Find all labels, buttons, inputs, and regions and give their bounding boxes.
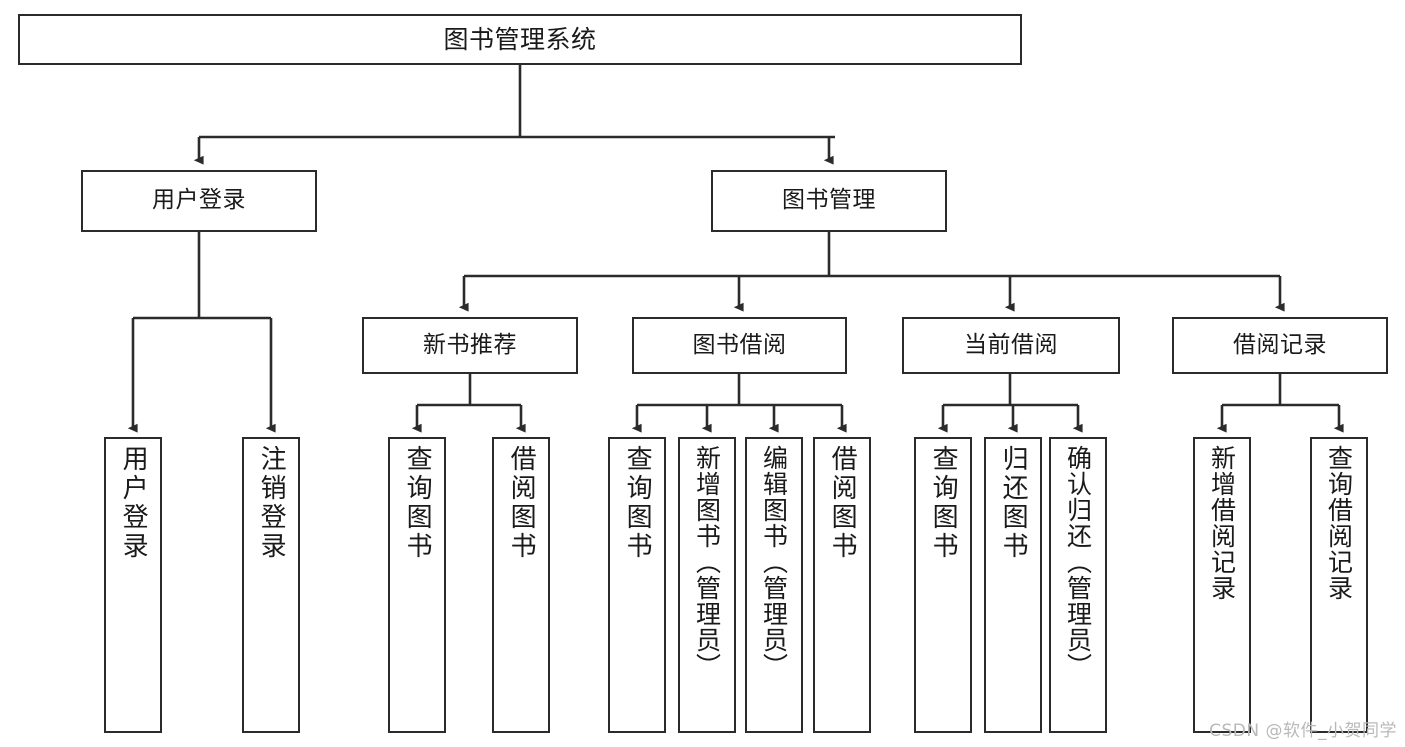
node-root[interactable]: 图书管理系统 xyxy=(18,14,1022,65)
node-leaf-query-book-borrow[interactable]: 查询图书 xyxy=(608,437,666,733)
node-leaf-query-book-recommend-label: 查询图书 xyxy=(402,445,433,561)
node-leaf-borrow-book-recommend-label: 借阅图书 xyxy=(506,445,537,561)
node-book-borrow[interactable]: 图书借阅 xyxy=(632,317,847,374)
node-root-label: 图书管理系统 xyxy=(443,24,597,54)
node-leaf-query-borrow-record[interactable]: 查询借阅记录 xyxy=(1310,437,1368,733)
node-leaf-logout[interactable]: 注销登录 xyxy=(242,437,300,733)
node-leaf-return-book-label: 归还图书 xyxy=(998,445,1029,561)
node-current-borrow[interactable]: 当前借阅 xyxy=(902,317,1120,374)
node-leaf-borrow-book-label: 借阅图书 xyxy=(827,445,858,561)
node-leaf-borrow-book[interactable]: 借阅图书 xyxy=(813,437,871,733)
node-leaf-query-borrow-record-label: 查询借阅记录 xyxy=(1324,445,1354,601)
node-leaf-edit-book[interactable]: 编辑图书（管理员） xyxy=(745,437,803,733)
node-leaf-add-book-label: 新增图书（管理员） xyxy=(692,445,722,679)
node-borrow-record[interactable]: 借阅记录 xyxy=(1172,317,1388,374)
node-book-management[interactable]: 图书管理 xyxy=(711,170,947,232)
node-leaf-user-login[interactable]: 用户登录 xyxy=(104,437,162,733)
node-leaf-borrow-book-recommend[interactable]: 借阅图书 xyxy=(492,437,550,733)
node-new-book-recommend[interactable]: 新书推荐 xyxy=(362,317,578,374)
node-new-book-recommend-label: 新书推荐 xyxy=(423,331,517,358)
node-leaf-query-book-borrow-label: 查询图书 xyxy=(622,445,653,561)
node-user-login[interactable]: 用户登录 xyxy=(81,170,317,232)
node-leaf-confirm-return-label: 确认归还（管理员） xyxy=(1063,445,1093,679)
node-leaf-add-borrow-record[interactable]: 新增借阅记录 xyxy=(1193,437,1251,733)
node-book-management-label: 图书管理 xyxy=(782,187,876,214)
node-book-borrow-label: 图书借阅 xyxy=(692,331,787,358)
node-leaf-logout-label: 注销登录 xyxy=(256,445,287,561)
node-leaf-confirm-return[interactable]: 确认归还（管理员） xyxy=(1049,437,1107,733)
csdn-watermark: CSDN @软件_小贺同学 xyxy=(1209,721,1397,741)
node-leaf-query-book-current[interactable]: 查询图书 xyxy=(914,437,972,733)
node-leaf-add-borrow-record-label: 新增借阅记录 xyxy=(1207,445,1237,601)
node-borrow-record-label: 借阅记录 xyxy=(1233,331,1327,358)
node-user-login-label: 用户登录 xyxy=(152,187,246,214)
node-leaf-edit-book-label: 编辑图书（管理员） xyxy=(759,445,789,679)
node-leaf-query-book-recommend[interactable]: 查询图书 xyxy=(388,437,446,733)
node-leaf-add-book[interactable]: 新增图书（管理员） xyxy=(678,437,736,733)
node-leaf-query-book-current-label: 查询图书 xyxy=(928,445,959,561)
node-leaf-user-login-label: 用户登录 xyxy=(118,445,149,561)
node-current-borrow-label: 当前借阅 xyxy=(964,331,1058,358)
node-leaf-return-book[interactable]: 归还图书 xyxy=(984,437,1042,733)
